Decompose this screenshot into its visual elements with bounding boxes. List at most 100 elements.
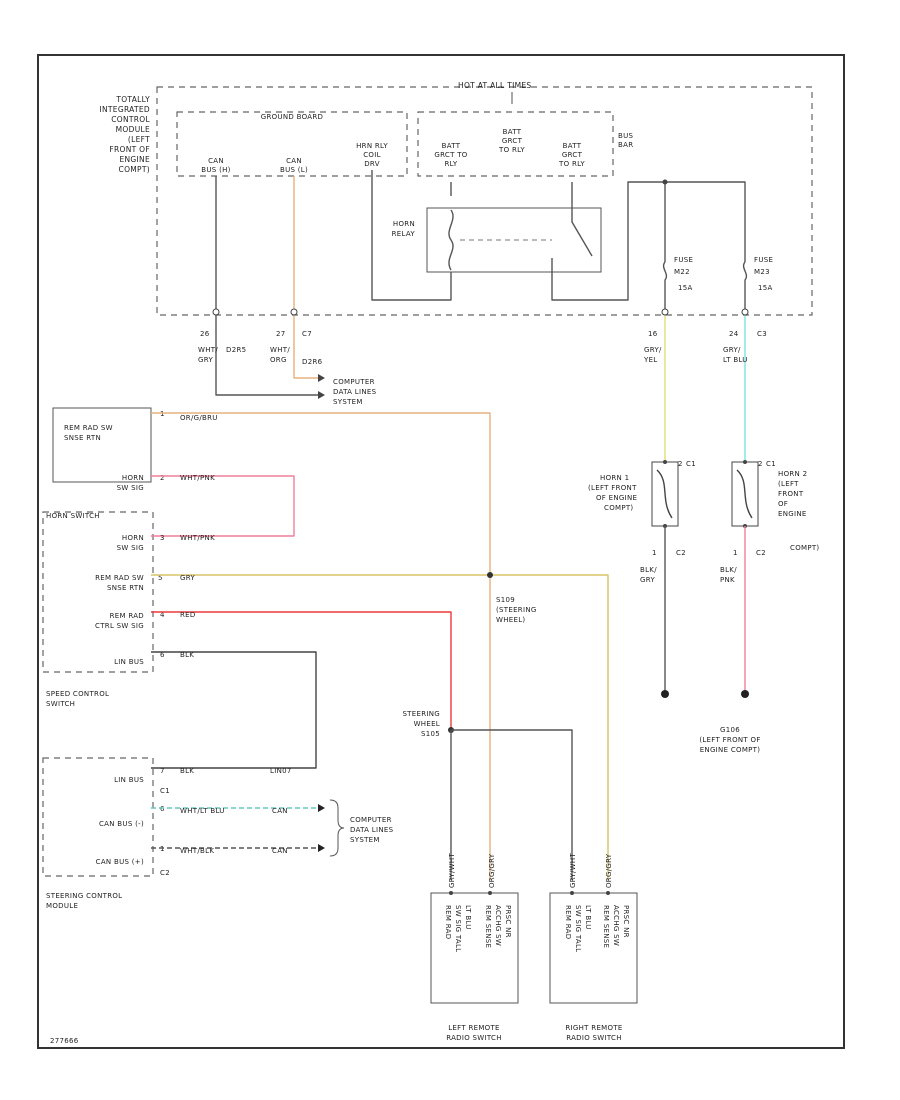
horn-relay-contact xyxy=(551,182,593,272)
svg-text:HORN 1: HORN 1 xyxy=(600,474,629,482)
svg-text:S109: S109 xyxy=(496,596,515,604)
pin-3-a-label: 3 xyxy=(160,534,165,542)
horn-sw-sig-2-label: HORN SW SIG xyxy=(117,534,144,552)
wire-gry-label: GRY xyxy=(180,574,195,582)
horn-1-pin-2: 2 xyxy=(678,460,683,468)
pin-4-label: 4 xyxy=(160,611,165,619)
svg-text:FRONT OF: FRONT OF xyxy=(109,145,150,154)
rem-rad-sw-sense-1-label: REM RAD SW SNSE RTN xyxy=(64,424,113,442)
connector-c3-label: C3 xyxy=(757,330,767,338)
svg-text:GRCT: GRCT xyxy=(502,137,523,145)
computer-data-lines-label-2: COMPUTER DATA LINES SYSTEM xyxy=(350,816,394,844)
speed-control-switch-outline xyxy=(42,511,154,673)
left-remote-pin-a xyxy=(449,891,453,895)
right-remote-inner-text: REM RAD SW SIG TALL LT BLU REM SENSE ACC… xyxy=(564,905,630,952)
horn-sw-sig-1-label: HORN SW SIG xyxy=(117,474,144,492)
rem-rad-ctrl-label: REM RAD CTRL SW SIG xyxy=(95,612,144,630)
batt-feed-3-label: BATT GRCT TO RLY xyxy=(558,142,585,168)
wire-wht-pnk xyxy=(151,475,295,537)
arrow-can-bus-1 xyxy=(318,374,325,382)
svg-text:COMPT): COMPT) xyxy=(604,504,633,512)
wire-24-label: GRY/ LT BLU xyxy=(723,346,747,364)
arrow-can-bus-2 xyxy=(318,391,325,399)
bus-bar-splice xyxy=(662,179,668,185)
svg-text:WHT/: WHT/ xyxy=(198,346,218,354)
svg-text:D2R5: D2R5 xyxy=(226,346,246,354)
svg-text:BAR: BAR xyxy=(618,141,633,149)
svg-text:ACCHG SW: ACCHG SW xyxy=(612,905,620,946)
can-bus-l-label: CAN BUS (L) xyxy=(280,157,308,174)
connector-c7-label: C7 xyxy=(302,330,312,338)
right-remote-label: RIGHT REMOTE RADIO SWITCH xyxy=(565,1024,622,1042)
figure-id: 277666 xyxy=(50,1037,79,1045)
svg-text:SW SIG TALL: SW SIG TALL xyxy=(454,905,462,952)
pin-2-a-label: 2 xyxy=(160,474,165,482)
rem-rad-sw-sense-2-label: REM RAD SW SNSE RTN xyxy=(95,574,144,592)
horn-2-label: HORN 2 (LEFT FRONT OF ENGINE COMPT) xyxy=(778,470,819,552)
bus-bar-outline xyxy=(417,111,614,177)
steering-wheel-s105-label: STEERING WHEEL S105 xyxy=(402,710,440,738)
ground-g106-left xyxy=(661,690,669,698)
horn-1 xyxy=(651,460,679,528)
fuse-m23: FUSE M23 15A xyxy=(742,256,773,312)
svg-text:SNSE RTN: SNSE RTN xyxy=(64,434,101,442)
svg-text:BATT: BATT xyxy=(563,142,582,150)
horn-1-ground-wire-label: BLK/ GRY xyxy=(640,566,657,584)
svg-text:HORN: HORN xyxy=(393,220,415,228)
svg-text:D2R6: D2R6 xyxy=(302,358,323,366)
svg-text:SW SIG: SW SIG xyxy=(117,484,144,492)
svg-text:SYSTEM: SYSTEM xyxy=(333,398,363,406)
wire-wht-blk-label: WHT/BLK xyxy=(180,847,214,855)
wire-wht-lt-blu-label: WHT/LT BLU xyxy=(180,807,225,815)
svg-text:SYSTEM: SYSTEM xyxy=(350,836,380,844)
tipm-module-outline xyxy=(156,86,813,316)
ground-g106-label: G106 (LEFT FRONT OF ENGINE COMPT) xyxy=(699,726,760,754)
wire-gry-wht-1-label: GRY/WHT xyxy=(448,853,456,888)
wire-wht-pnk-1-label: WHT/PNK xyxy=(180,474,215,482)
svg-text:WHT/: WHT/ xyxy=(270,346,290,354)
svg-text:REM RAD: REM RAD xyxy=(110,612,144,620)
can-bus-h-label: CAN BUS (H) xyxy=(201,157,230,174)
svg-text:DATA LINES: DATA LINES xyxy=(333,388,377,396)
svg-text:DATA LINES: DATA LINES xyxy=(350,826,394,834)
horn-relay-coil xyxy=(448,182,454,271)
can-bus-l-scm-label: CAN BUS (-) xyxy=(99,820,144,828)
wire-steering-gnd xyxy=(450,729,573,880)
svg-text:BUS: BUS xyxy=(618,132,634,140)
svg-text:BLK/: BLK/ xyxy=(640,566,657,574)
svg-text:YEL: YEL xyxy=(643,356,658,364)
svg-text:RIGHT REMOTE: RIGHT REMOTE xyxy=(565,1024,622,1032)
wire-lin-code-label: LIN07 xyxy=(270,767,292,775)
svg-text:GRCT TO: GRCT TO xyxy=(434,151,467,159)
pin-5-label: 5 xyxy=(158,574,163,582)
svg-text:HORN: HORN xyxy=(122,534,144,542)
splice-s109 xyxy=(487,572,493,578)
connector-c2-label: C2 xyxy=(160,869,170,877)
computer-data-lines-label-1: COMPUTER DATA LINES SYSTEM xyxy=(333,378,377,406)
svg-text:LT BLU: LT BLU xyxy=(584,905,592,930)
brace-data-lines xyxy=(329,799,345,857)
left-remote-inner-text: REM RAD SW SIG TALL LT BLU REM SENSE ACC… xyxy=(444,905,512,952)
left-remote-label: LEFT REMOTE RADIO SWITCH xyxy=(446,1024,501,1042)
horn-relay-box xyxy=(426,207,602,273)
svg-text:REM SENSE: REM SENSE xyxy=(484,905,492,948)
svg-text:CAN: CAN xyxy=(286,157,302,165)
svg-text:COMPT): COMPT) xyxy=(119,165,150,174)
batt-feed-2-label: BATT GRCT TO RLY xyxy=(498,128,525,154)
hot-at-all-times-label: HOT AT ALL TIMES xyxy=(458,81,531,90)
svg-text:BATT: BATT xyxy=(442,142,461,150)
svg-text:REM RAD SW: REM RAD SW xyxy=(64,424,113,432)
svg-text:S105: S105 xyxy=(421,730,440,738)
right-remote-pin-b xyxy=(606,891,610,895)
horn-2 xyxy=(731,460,759,528)
wire-org-gry-1-label: ORG/GRY xyxy=(488,853,496,888)
pin-27-label: 27 xyxy=(276,330,286,338)
arrow-scm-can-2 xyxy=(318,844,325,852)
batt-feed-1-label: BATT GRCT TO RLY xyxy=(434,142,467,168)
svg-text:TO RLY: TO RLY xyxy=(498,146,525,154)
svg-text:REM RAD: REM RAD xyxy=(444,905,452,939)
wire-coil-drive xyxy=(371,170,452,301)
pin-1-top-label: 1 xyxy=(160,410,165,418)
svg-text:OF: OF xyxy=(778,500,788,508)
horn-2-conn-c2: C2 xyxy=(756,549,766,557)
